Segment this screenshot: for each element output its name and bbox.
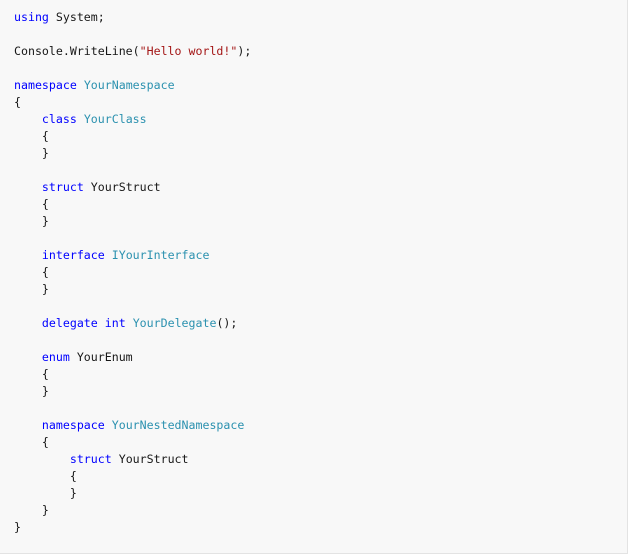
code-line: delegate int YourDelegate(); [14,315,251,332]
code-line: } [14,519,251,536]
code-text-token: { [14,435,49,449]
code-line: { [14,366,251,383]
code-text-token: { [14,129,49,143]
code-text-token: } [14,384,49,398]
code-text-token [105,418,112,432]
code-line: { [14,468,251,485]
code-line [14,400,251,417]
code-text-token: } [14,282,49,296]
string-literal-token: "Hello world!" [139,44,238,58]
code-line [14,60,251,77]
code-line: } [14,281,251,298]
code-line: using System; [14,9,251,26]
type-name-token: YourNamespace [83,78,175,92]
code-line: Console.WriteLine("Hello world!"); [14,43,251,60]
code-text-token: } [14,503,49,517]
code-text-token [14,452,70,466]
type-name-token: IYourInterface [111,248,210,262]
code-line: } [14,145,251,162]
code-line: } [14,485,251,502]
code-text-token [98,316,105,330]
code-text-token: Console.WriteLine( [14,44,140,58]
code-line: { [14,264,251,281]
type-name-token: YourNestedNamespace [111,418,245,432]
code-line: } [14,502,251,519]
code-text-token: { [14,197,49,211]
code-line: interface IYourInterface [14,247,251,264]
keyword-token: delegate [41,316,98,330]
code-text-token: { [14,265,49,279]
code-line: namespace YourNamespace [14,77,251,94]
keyword-token: namespace [14,78,77,92]
code-text-token [14,418,42,432]
keyword-token: int [104,316,126,330]
code-line: { [14,128,251,145]
type-name-token: YourDelegate [132,316,217,330]
code-line: { [14,196,251,213]
code-text-token [14,248,42,262]
code-text-token: } [14,486,77,500]
code-text-token [77,112,84,126]
type-name-token: YourClass [83,112,147,126]
code-text-token [14,316,42,330]
code-text-token: { [14,367,49,381]
code-text-token: YourEnum [69,350,133,364]
code-text-token: ); [237,44,252,58]
code-line: class YourClass [14,111,251,128]
keyword-token: class [41,112,77,126]
code-text-token [77,78,84,92]
code-line: } [14,383,251,400]
code-line [14,26,251,43]
code-text-token: (); [216,316,238,330]
code-line: enum YourEnum [14,349,251,366]
code-line [14,298,251,315]
code-text-token [14,112,42,126]
code-line [14,332,251,349]
code-text-token: } [14,146,49,160]
code-text-token: YourStruct [83,180,161,194]
keyword-token: interface [41,248,105,262]
code-line: { [14,94,251,111]
code-line: { [14,434,251,451]
code-text-token [14,350,42,364]
code-text-token [126,316,133,330]
code-line: struct YourStruct [14,451,251,468]
keyword-token: using [14,10,49,24]
code-line: struct YourStruct [14,179,251,196]
code-text-token: { [14,95,21,109]
code-text-token: { [14,469,77,483]
code-line: } [14,213,251,230]
code-text-token: YourStruct [111,452,189,466]
code-text-token: System; [48,10,105,24]
code-listing: using System; Console.WriteLine("Hello wo… [14,9,251,536]
code-text-token [105,248,112,262]
code-line [14,230,251,247]
code-text-token: } [14,214,49,228]
keyword-token: enum [41,350,70,364]
code-text-token: } [14,520,21,534]
code-text-token [14,180,42,194]
keyword-token: namespace [41,418,105,432]
code-line: namespace YourNestedNamespace [14,417,251,434]
keyword-token: struct [41,180,84,194]
keyword-token: struct [69,452,112,466]
code-line [14,162,251,179]
